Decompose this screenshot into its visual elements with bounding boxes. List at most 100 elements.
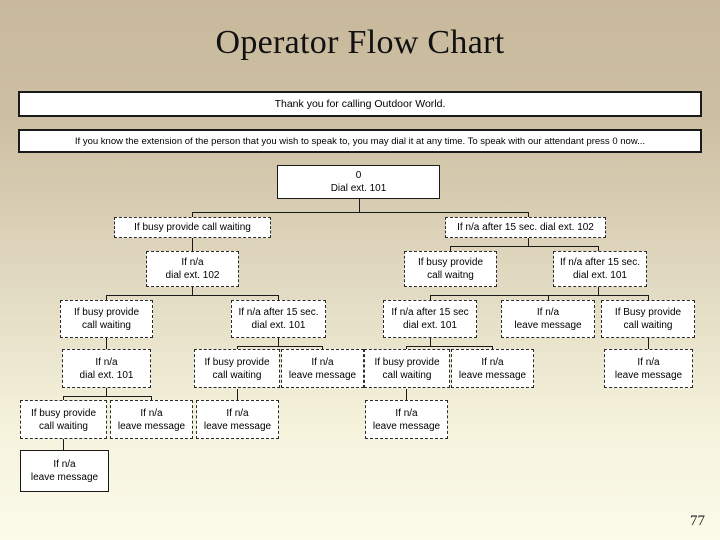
node-l3-a[interactable]: If n/a dial ext. 102 — [146, 251, 239, 287]
page-number: 77 — [690, 513, 705, 529]
connector-l4b-bus-left — [237, 346, 238, 350]
connector-l2left-to-l3a — [192, 238, 193, 251]
connector-l3c-bus-right — [648, 295, 649, 300]
node-l5-d-line2: call waiting — [382, 369, 432, 381]
connector-root-down — [359, 199, 360, 212]
node-root[interactable]: 0 Dial ext. 101 — [277, 165, 440, 199]
connector-l3c-bus-left — [430, 295, 431, 300]
node-l7-a-line2: leave message — [30, 472, 99, 483]
node-l6-b-line2: leave message — [117, 420, 186, 432]
connector-level2-right-down — [528, 212, 529, 217]
connector-l2right-down — [528, 238, 529, 246]
node-l2-left[interactable]: If busy provide call waiting — [114, 217, 271, 238]
connector-l4c-bus-right — [492, 346, 493, 350]
connector-l2right-bus-left — [450, 246, 451, 251]
node-l7-a[interactable]: If n/a leave message — [20, 450, 109, 492]
node-l4-c-line1: If n/a after 15 sec — [391, 307, 469, 318]
node-l5-f[interactable]: If n/a leave message — [604, 349, 693, 388]
node-l5-a[interactable]: If n/a dial ext. 101 — [62, 349, 151, 388]
node-l6-d[interactable]: If n/a leave message — [365, 400, 448, 439]
node-l5-c[interactable]: If n/a leave message — [281, 349, 364, 388]
connector-l4c-down — [430, 338, 431, 346]
node-l6-a-line2: call waiting — [39, 420, 88, 432]
node-l6-d-line1: If n/a — [395, 407, 418, 419]
connector-l4e-to-l5f — [648, 338, 649, 349]
connector-l3c-bus — [430, 295, 648, 296]
node-l6-c[interactable]: If n/a leave message — [196, 400, 279, 439]
node-l4-a-line1: If busy provide — [73, 307, 140, 318]
node-l5-c-line1: If n/a — [311, 356, 334, 368]
connector-l5a-bus — [63, 396, 151, 397]
node-l5-e-line1: If n/a — [481, 356, 504, 368]
node-l4-d[interactable]: If n/a leave message — [501, 300, 595, 338]
node-l4-c[interactable]: If n/a after 15 sec dial ext. 101 — [383, 300, 477, 338]
node-l4-e[interactable]: If Busy provide call waiting — [601, 300, 695, 338]
node-root-line1: 0 — [355, 170, 362, 181]
node-l4-a-line2: call waiting — [82, 320, 131, 331]
connector-l2right-bus-right — [598, 246, 599, 251]
node-l6-a-line1: If busy provide — [30, 407, 97, 419]
connector-level2-bus — [192, 212, 528, 213]
node-l5-e[interactable]: If n/a leave message — [451, 349, 534, 388]
node-l4-e-line1: If Busy provide — [614, 307, 682, 318]
page-title: Operator Flow Chart — [215, 24, 505, 61]
connector-l5a-bus-left — [63, 396, 64, 400]
node-l3-a-line1: If n/a — [181, 257, 204, 268]
connector-l3a-bus — [106, 295, 278, 296]
node-l3-c[interactable]: If n/a after 15 sec. dial ext. 101 — [553, 251, 647, 287]
node-l7-a-line1: If n/a — [53, 459, 76, 470]
node-l3-b-line2: call waitng — [427, 270, 474, 281]
connector-l4b-bus — [237, 346, 322, 347]
node-l4-d-line2: leave message — [514, 320, 582, 331]
node-l5-a-line1: If n/a — [95, 356, 118, 368]
node-l5-b-line2: call waiting — [212, 369, 262, 381]
instruction-banner: If you know the extension of the person … — [18, 129, 702, 153]
node-l6-a[interactable]: If busy provide call waiting — [20, 400, 107, 439]
node-l5-c-line2: leave message — [288, 369, 357, 381]
node-l6-b-line1: If n/a — [140, 407, 163, 419]
node-l5-f-line2: leave message — [614, 369, 683, 381]
connector-l4a-to-l5a — [106, 338, 107, 349]
node-l3-b-line1: If busy provide — [417, 257, 484, 268]
connector-l3a-bus-left — [106, 295, 107, 300]
connector-l3a-bus-right — [278, 295, 279, 300]
node-l5-e-line2: leave message — [458, 369, 527, 381]
node-l3-c-line1: If n/a after 15 sec. — [559, 257, 641, 268]
connector-l4c-bus — [406, 346, 492, 347]
connector-l3c-down — [598, 287, 599, 295]
greeting-banner-text: Thank you for calling Outdoor World. — [274, 98, 446, 110]
connector-l5d-to-l6d — [406, 389, 407, 400]
node-l6-b[interactable]: If n/a leave message — [110, 400, 193, 439]
node-l2-left-line1: If busy provide call waiting — [134, 222, 251, 233]
node-l4-b[interactable]: If n/a after 15 sec. dial ext. 101 — [231, 300, 326, 338]
instruction-banner-text: If you know the extension of the person … — [74, 135, 646, 147]
connector-l4c-bus-left — [406, 346, 407, 350]
node-l6-c-line2: leave message — [203, 420, 272, 432]
node-l5-d[interactable]: If busy provide call waiting — [364, 349, 450, 388]
connector-l3a-down — [192, 287, 193, 295]
node-root-line2: Dial ext. 101 — [330, 183, 387, 194]
connector-l6a-to-l7a — [63, 439, 64, 450]
greeting-banner: Thank you for calling Outdoor World. — [18, 91, 702, 117]
connector-l2right-bus — [450, 246, 598, 247]
connector-l4b-down — [278, 338, 279, 346]
connector-l5b-to-l6c — [237, 389, 238, 400]
node-l3-a-line2: dial ext. 102 — [165, 270, 220, 281]
node-l2-right[interactable]: If n/a after 15 sec. dial ext. 102 — [445, 217, 606, 238]
node-l4-b-line1: If n/a after 15 sec. — [238, 307, 319, 318]
node-l4-b-line2: dial ext. 101 — [251, 320, 306, 331]
node-l5-a-line2: dial ext. 101 — [79, 369, 134, 381]
node-l2-right-line1: If n/a after 15 sec. dial ext. 102 — [457, 222, 594, 233]
node-l4-c-line2: dial ext. 101 — [403, 320, 457, 331]
node-l5-b[interactable]: If busy provide call waiting — [194, 349, 280, 388]
node-l6-c-line1: If n/a — [226, 407, 249, 419]
connector-l5a-bus-right — [151, 396, 152, 400]
node-l3-b[interactable]: If busy provide call waitng — [404, 251, 497, 287]
node-l3-c-line2: dial ext. 101 — [573, 270, 627, 281]
connector-l3c-bus-mid — [548, 295, 549, 300]
node-l4-e-line2: call waiting — [623, 320, 673, 331]
node-l6-d-line2: leave message — [372, 420, 441, 432]
node-l4-a[interactable]: If busy provide call waiting — [60, 300, 153, 338]
node-l4-d-line1: If n/a — [536, 307, 560, 318]
